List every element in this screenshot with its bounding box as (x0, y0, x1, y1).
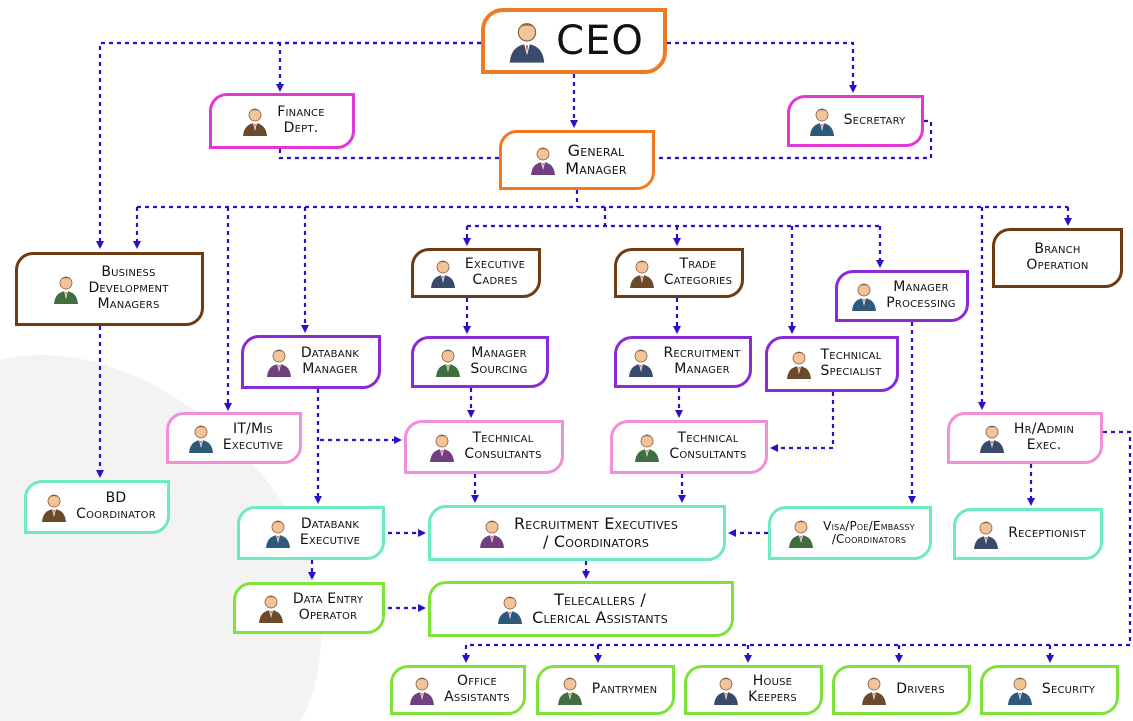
face-icon (710, 674, 742, 706)
office-assistants-label: Office Assistants (444, 673, 510, 705)
executive-cadres-label: Executive Cadres (464, 256, 526, 288)
ceo-box: CEO (481, 8, 667, 74)
hr-admin-label: Hr/Admin Exec. (1013, 421, 1075, 453)
telecallers-label: Telecallers / Clerical Assistants (532, 590, 668, 627)
person-icon (527, 144, 559, 176)
data-entry-operator-box: Data Entry Operator (233, 582, 385, 634)
manager-sourcing-box: Manager Sourcing (411, 336, 549, 388)
computer-person-icon (185, 422, 217, 454)
telecallers-box: Telecallers / Clerical Assistants (428, 581, 734, 637)
trade-categories-box: Trade Categories (614, 248, 744, 298)
data-entry-operator-label: Data Entry Operator (292, 591, 364, 623)
databank-manager-label: Databank Manager (300, 345, 360, 377)
house-keepers-label: House Keepers (748, 673, 797, 705)
technical-consultants-2-box: Technical Consultants (610, 420, 768, 474)
headset-person-icon (255, 592, 287, 624)
databank-executive-box: Databank Executive (237, 506, 385, 560)
house-keepers-box: House Keepers (684, 665, 823, 715)
network-person-icon (432, 346, 464, 378)
recruitment-executives-label: Recruitment Executives / Coordinators (513, 514, 679, 551)
technical-specialist-box: Technical Specialist (765, 336, 899, 392)
face-icon (406, 674, 438, 706)
bd-coordinator-label: BD Coordinator (76, 490, 156, 522)
drivers-label: Drivers (896, 681, 945, 698)
receptionist-box: Receptionist (953, 508, 1103, 560)
people-icon (976, 422, 1008, 454)
group-icon (476, 517, 508, 549)
connector-line (278, 149, 499, 160)
it-mis-executive-label: IT/Mis Executive (222, 421, 284, 453)
recruitment-manager-label: Recruitment Manager (663, 345, 741, 377)
connector-line (667, 41, 857, 93)
general-manager-label: General Manager (565, 141, 627, 178)
money-person-icon (239, 105, 271, 137)
pantrymen-label: Pantrymen (591, 681, 658, 698)
technical-consultants-1-box: Technical Consultants (404, 420, 564, 474)
woman-icon (494, 593, 526, 625)
manager-sourcing-label: Manager Sourcing (470, 345, 528, 377)
search-person-icon (625, 346, 657, 378)
general-manager-box: General Manager (499, 130, 655, 190)
databank-executive-label: Databank Executive (299, 516, 361, 548)
office-assistants-box: Office Assistants (390, 665, 526, 715)
person-icon (626, 257, 658, 289)
hardhat-person-icon (631, 431, 663, 463)
visa-coordinators-label: Visa/Poe/Embassy /Coordinators (823, 518, 915, 546)
reception-desk-icon (970, 518, 1002, 550)
drivers-box: Drivers (832, 665, 971, 715)
document-person-icon (785, 517, 817, 549)
hardhat-person-icon (426, 431, 458, 463)
recruitment-executives-box: Recruitment Executives / Coordinators (428, 505, 726, 561)
manager-processing-label: Manager Processing (886, 279, 956, 311)
bd-coordinator-box: BD Coordinator (24, 480, 170, 534)
manager-processing-box: Manager Processing (835, 270, 969, 322)
secretary-box: Secretary (787, 95, 924, 147)
database-person-icon (262, 517, 294, 549)
security-guard-icon (1004, 674, 1036, 706)
technical-consultants-2-label: Technical Consultants (669, 430, 747, 462)
person-icon (427, 257, 459, 289)
driver-icon (858, 674, 890, 706)
visa-coordinators-box: Visa/Poe/Embassy /Coordinators (768, 506, 932, 560)
branch-operation-box: Branch Operation (992, 228, 1123, 288)
finance-dept-label: Finance Dept. (277, 104, 325, 136)
technical-consultants-1-label: Technical Consultants (464, 430, 542, 462)
trade-categories-label: Trade Categories (663, 256, 733, 288)
business-development-box: Business Development Managers (15, 252, 204, 326)
receptionist-label: Receptionist (1008, 525, 1086, 542)
gear-person-icon (848, 280, 880, 312)
person-icon (38, 491, 70, 523)
database-person-icon (263, 346, 295, 378)
security-box: Security (980, 665, 1119, 715)
technical-specialist-label: Technical Specialist (820, 347, 882, 379)
it-mis-executive-box: IT/Mis Executive (166, 412, 302, 464)
connector-line (276, 41, 481, 92)
gear-person-icon (783, 348, 815, 380)
finance-dept-box: Finance Dept. (209, 93, 355, 149)
security-label: Security (1041, 681, 1096, 698)
secretary-label: Secretary (843, 112, 906, 129)
woman-icon (806, 105, 838, 137)
pantrymen-box: Pantrymen (536, 665, 675, 715)
executive-cadres-box: Executive Cadres (411, 248, 541, 298)
branch-operation-label: Branch Operation (1026, 241, 1089, 273)
chart-person-icon (50, 273, 82, 305)
face-icon (554, 674, 586, 706)
business-development-label: Business Development Managers (88, 264, 169, 312)
connector-line (770, 392, 835, 452)
recruitment-manager-box: Recruitment Manager (614, 336, 752, 388)
ceo-label: CEO (556, 17, 644, 64)
databank-manager-box: Databank Manager (241, 335, 381, 389)
hr-admin-box: Hr/Admin Exec. (947, 412, 1103, 464)
person-icon (504, 18, 550, 64)
